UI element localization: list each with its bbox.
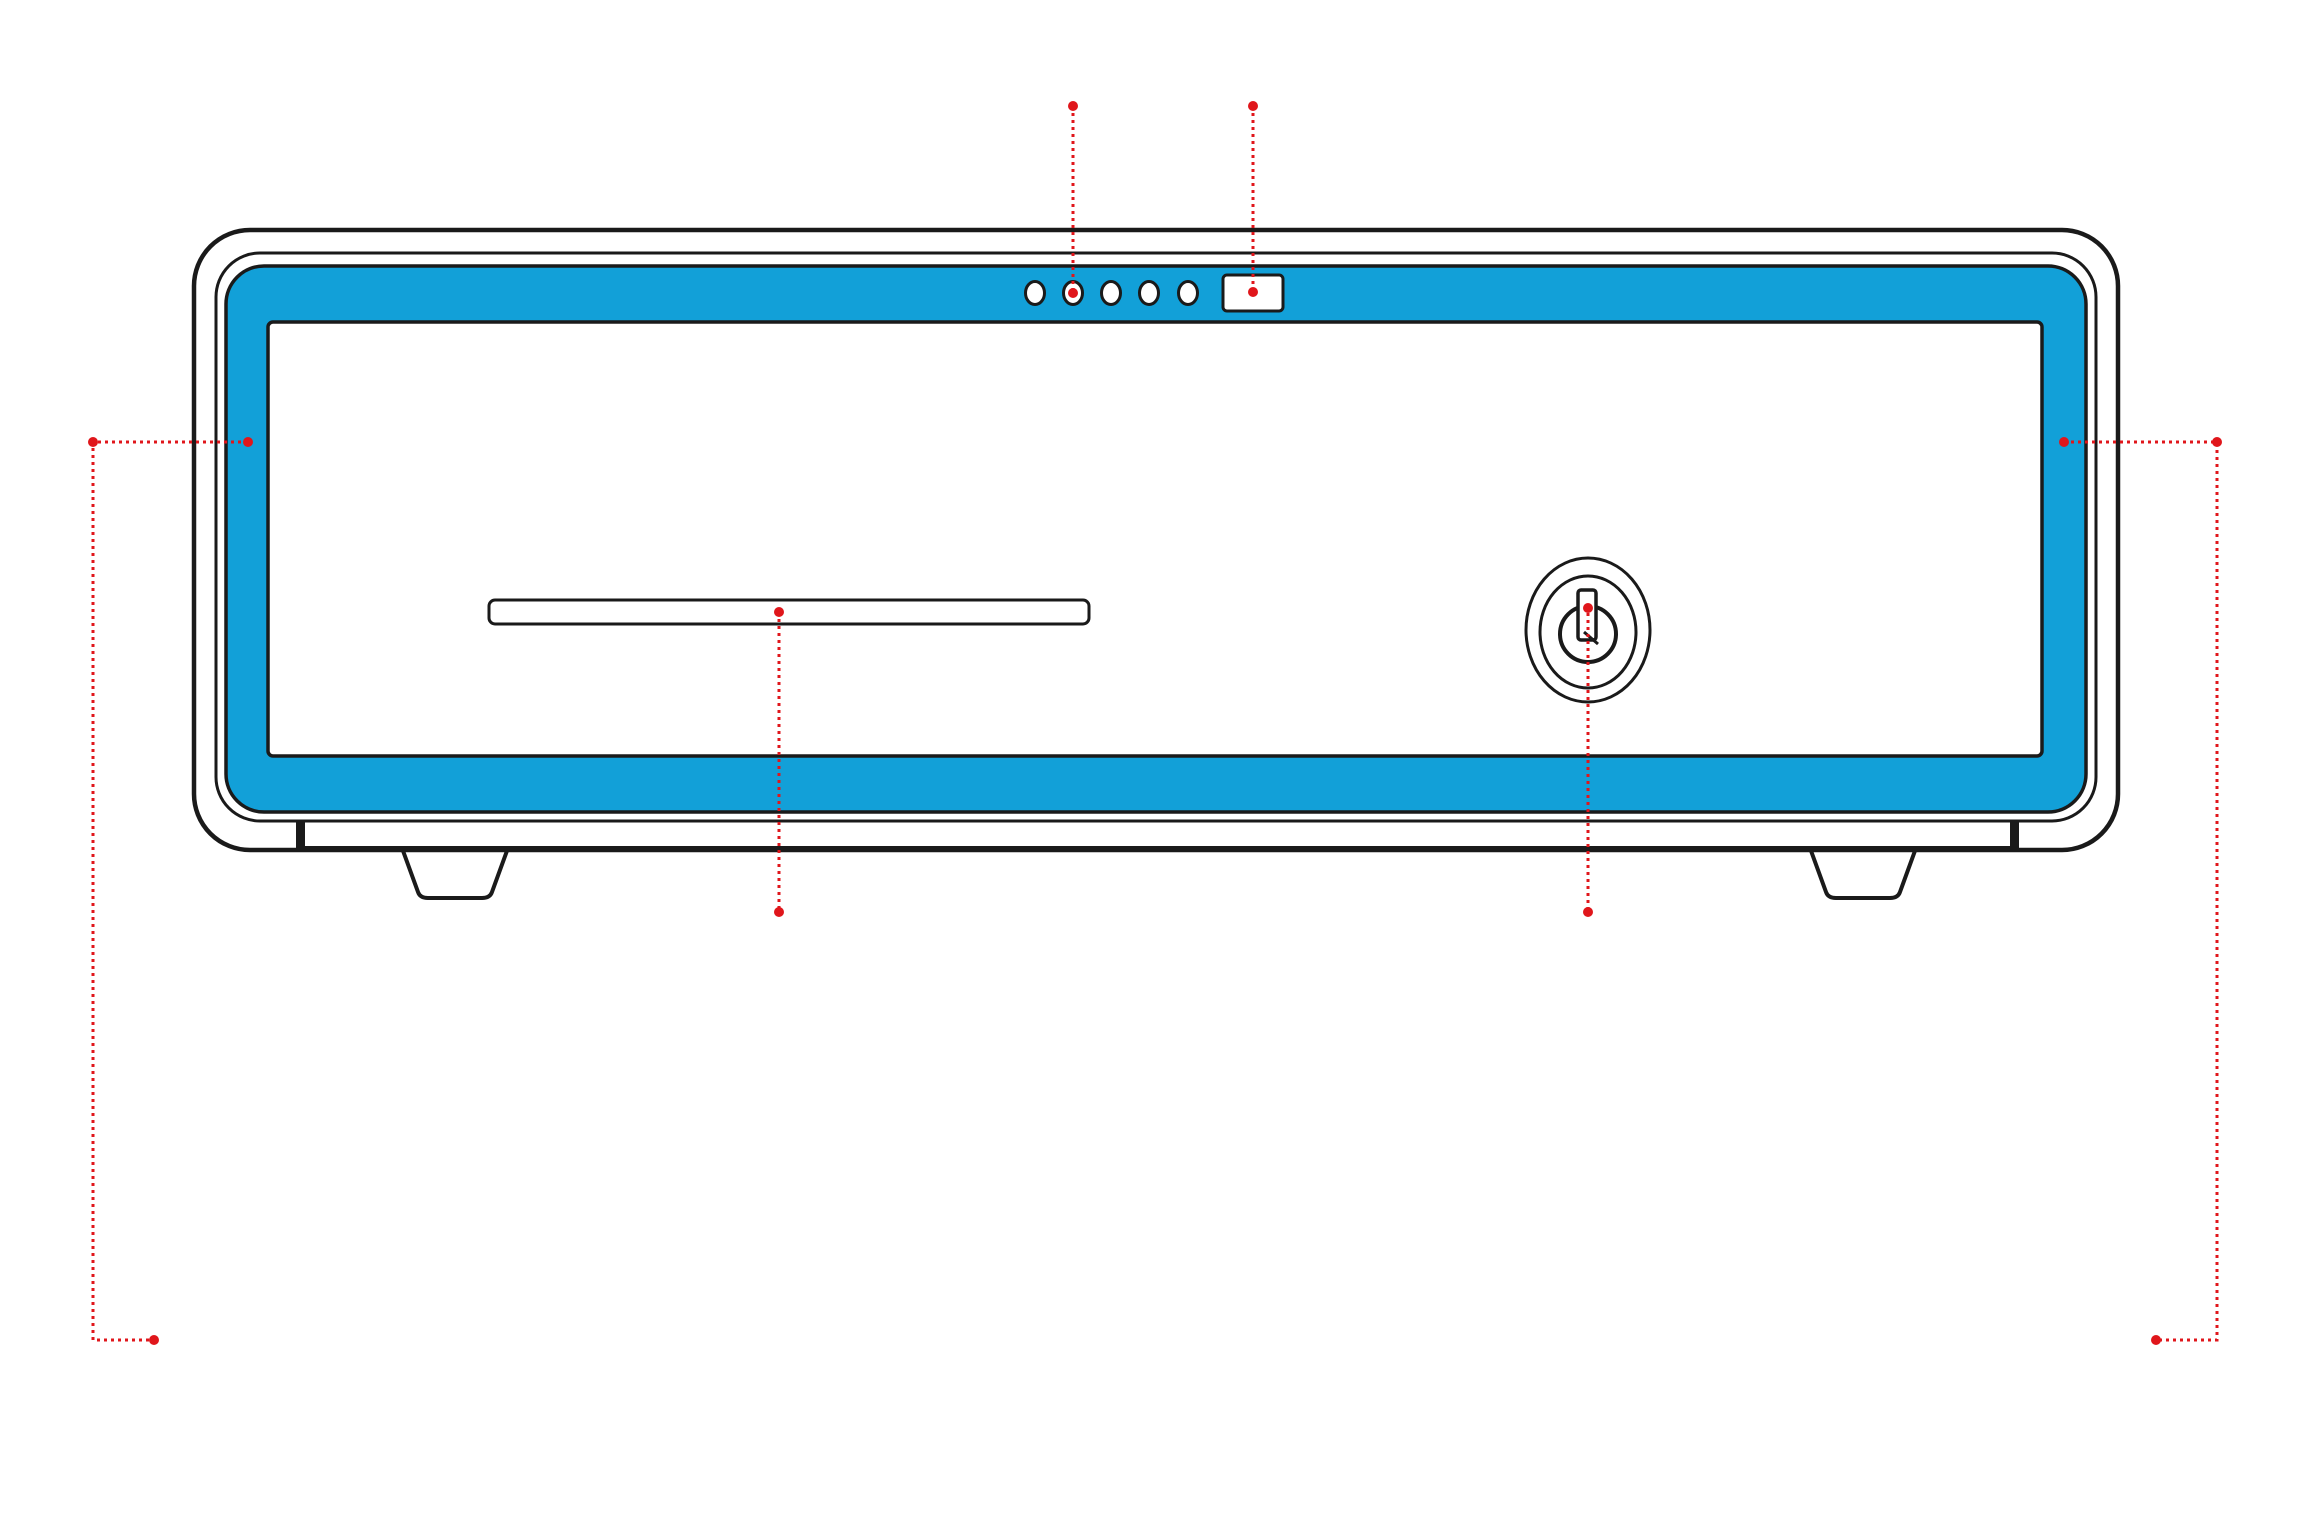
- base-left-block: [296, 822, 305, 850]
- circle-icon: [1100, 280, 1122, 306]
- callout-dot: [774, 907, 784, 917]
- callout-dot: [2212, 437, 2222, 447]
- callout-dot: [2151, 1335, 2161, 1345]
- callout-lines: [91, 106, 2219, 1342]
- callout-dot: [1583, 603, 1593, 613]
- circle-icon: [1177, 280, 1199, 306]
- callout-dot: [149, 1335, 159, 1345]
- circle-icon: [1024, 280, 1046, 306]
- callout-dot: [1068, 101, 1078, 111]
- callout-dot: [88, 437, 98, 447]
- callout-right-line: [2064, 440, 2219, 1342]
- circle-icon: [1138, 280, 1160, 306]
- drawer-front-panel: [266, 320, 2044, 758]
- callout-dot: [2059, 437, 2069, 447]
- right-foot: [1807, 846, 1919, 900]
- callout-left-line: [91, 440, 248, 1342]
- inner-housing-line: [214, 251, 2098, 823]
- callout-dot: [243, 437, 253, 447]
- callout-dot: [1248, 101, 1258, 111]
- callout-dot: [1583, 907, 1593, 917]
- callout-dots: [88, 101, 2222, 1345]
- callout-dot: [1248, 287, 1258, 297]
- left-foot: [399, 846, 511, 900]
- callout-dot: [774, 607, 784, 617]
- cash-drawer: [191, 227, 2121, 900]
- callout-dot: [1068, 288, 1078, 298]
- drawer-handle: [487, 598, 1091, 626]
- base-right-block: [2010, 822, 2019, 850]
